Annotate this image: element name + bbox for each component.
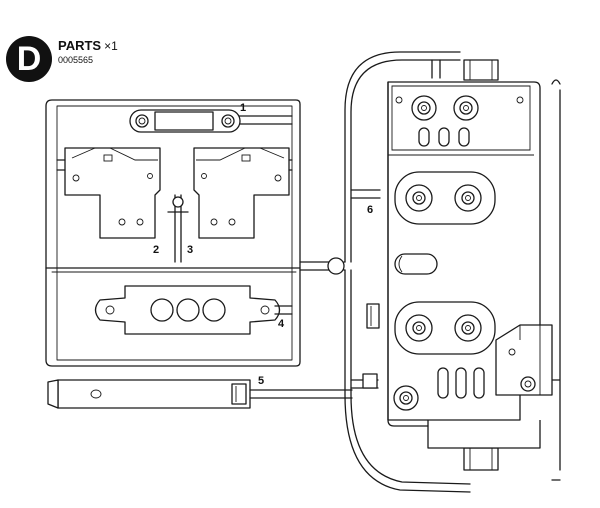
part-number-6: 6: [367, 204, 374, 216]
part-5-bar: [47, 379, 353, 409]
parts-title-text: PARTS: [58, 38, 102, 53]
part-number-4: 4: [278, 318, 285, 330]
part-4-three-hole-plate: [94, 285, 293, 335]
part-number-2: 2: [153, 244, 160, 256]
parts-letter-badge: D: [6, 36, 52, 82]
part-1-strip: [129, 109, 241, 133]
part-2-mount-plate: [64, 147, 161, 239]
part-3-mount-plate: [56, 147, 293, 239]
parts-title: PARTS×1: [58, 38, 118, 53]
part-number-1: 1: [240, 102, 247, 114]
right-runner-frame: [299, 51, 561, 493]
parts-multiplier: ×1: [104, 39, 118, 53]
badge-letter: D: [16, 40, 42, 78]
part-number-3: 3: [187, 244, 194, 256]
part-6-housing: [387, 59, 553, 471]
parts-code: 0005565: [58, 55, 94, 65]
left-runner-frame: [45, 99, 301, 367]
part-number-5: 5: [258, 375, 265, 387]
